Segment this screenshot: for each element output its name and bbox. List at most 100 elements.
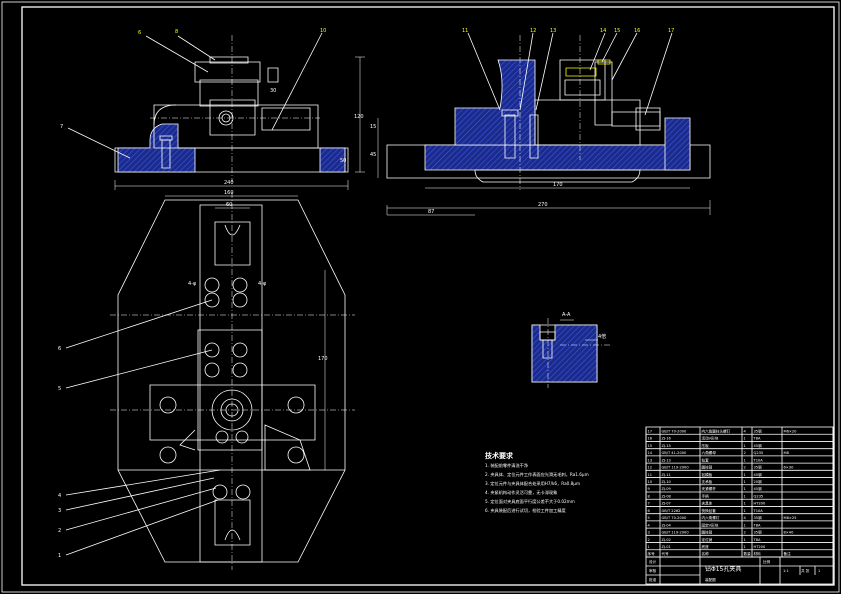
bom-cell-qty: 2 [744, 451, 746, 455]
bom-cell-name: 内六角螺钉 [702, 515, 720, 520]
bom-cell-code: GB/T 41-2000 [662, 451, 688, 455]
bom-cell-qty: 2 [744, 531, 746, 535]
tech-note-6: 6. 夹具装配后进行试切，检验工件加工精度 [485, 507, 567, 514]
bom-cell-qty: 1 [744, 458, 746, 462]
tb-scale: 1:1 [783, 569, 789, 573]
bom-cell-code: ZJ-02 [662, 538, 671, 542]
bom-cell-code: GB/T 70-2000 [662, 429, 688, 433]
tb-role-check: 审核 [649, 568, 657, 573]
bom-cell-std: M8×25 [784, 516, 797, 520]
side-label-2: 12 [530, 28, 536, 34]
bom-cell-code: ZJ-13 [662, 458, 671, 462]
bom-cell-mat: T8A [753, 437, 761, 441]
bom-cell-name: 固定V形块 [702, 522, 719, 527]
bom-cell-no: 14 [648, 451, 653, 455]
bom-cell-std: M6×20 [784, 429, 798, 433]
bom-header-qty: 数量 [744, 551, 752, 556]
bom-cell-mat: 35钢 [754, 530, 763, 535]
bom-cell-no: 11 [648, 473, 653, 477]
front-label-4: 7 [60, 124, 63, 130]
bom-cell-mat: 20钢 [754, 479, 763, 484]
bom-cell-code: ZJ-15 [662, 444, 671, 448]
front-dim-height: 120 [354, 114, 364, 120]
bom-cell-no: 13 [648, 458, 653, 462]
bom-cell-name: 手柄 [702, 493, 710, 498]
plan-label-4: 3 [58, 508, 61, 514]
bom-cell-mat: 45钢 [754, 443, 763, 448]
bom-cell-qty: 1 [744, 523, 746, 527]
bom-cell-qty: 1 [744, 473, 746, 477]
side-dim-total: 270 [538, 202, 548, 208]
bom-cell-name: 底座 [702, 544, 710, 549]
bom-cell-mat: T8A [753, 538, 761, 542]
tech-note-2: 2. 夹具体、定位元件工作表面应光滑无毛刺，Ra1.6μm [485, 471, 589, 478]
bom-cell-qty: 2 [744, 466, 746, 470]
bom-cell-no: 12 [648, 466, 653, 470]
side-dim-h1: 15 [370, 124, 376, 130]
bom-cell-no: 17 [648, 429, 653, 433]
bom-cell-name: 内六角圆柱头螺钉 [702, 428, 731, 433]
bom-cell-mat: 35钢 [754, 428, 763, 433]
bom-cell-std: M8 [784, 451, 790, 455]
bom-cell-mat: 35钢 [754, 465, 763, 470]
bom-cell-name: 钻模板 [702, 472, 713, 477]
plan-label-1: 6 [58, 346, 61, 352]
bom-cell-name: 支承板 [702, 479, 713, 484]
tb-drawing-type: 装配图 [705, 577, 716, 582]
tech-note-1: 1. 装配前零件清洗干净 [485, 462, 528, 469]
bom-cell-no: 16 [648, 437, 653, 441]
bom-cell-no: 10 [648, 480, 653, 484]
bom-cell-mat: HT200 [754, 545, 766, 549]
bom-cell-code: GB/T 70-2000 [662, 516, 688, 520]
bom-cell-qty: 1 [744, 538, 746, 542]
plan-dim-height: 170 [318, 356, 328, 362]
inner-border [21, 6, 835, 586]
plan-label-6: 1 [58, 553, 61, 559]
bom-cell-name: 活动V形块 [702, 436, 719, 441]
plan-dim-top: 160 [224, 190, 234, 196]
bom-cell-mat: T8A [753, 523, 761, 527]
side-label-1: 11 [462, 28, 468, 34]
bom-cell-name: 快换钻套 [702, 508, 717, 513]
plan-label-5: 2 [58, 528, 61, 534]
side-dim-h2: 45 [370, 152, 376, 158]
side-label-3: 13 [550, 28, 556, 34]
bom-cell-qty: 1 [744, 444, 746, 448]
bom-cell-mat: 35钢 [754, 515, 763, 520]
bom-cell-code: ZJ-11 [662, 473, 671, 477]
bom-cell-no: 3 [648, 531, 650, 535]
plan-label-2: 5 [58, 386, 61, 392]
side-dim-inner: 170 [553, 182, 563, 188]
bom-cell-code: ZJ-01 [662, 545, 671, 549]
bom-cell-name: 圆柱销 [702, 530, 713, 535]
tb-sheet: 1 [818, 569, 820, 573]
bom-cell-code: GB/T 119-2000 [662, 466, 690, 470]
bom-cell-qty: 1 [744, 509, 746, 513]
bom-cell-no: 6 [648, 509, 651, 513]
bom-cell-name: 定位销 [702, 537, 713, 542]
bom-header-no: 序号 [648, 551, 656, 556]
bom-cell-qty: 1 [744, 487, 746, 491]
plan-dim-top-inner: 60 [226, 202, 232, 208]
bom-header-code: 代号 [662, 551, 670, 556]
bom-cell-mat: 45钢 [754, 472, 763, 477]
front-dim-side-b: 50 [340, 158, 346, 164]
bom-cell-no: 5 [648, 516, 650, 520]
tech-note-4: 4. 夹紧机构动作灵活可靠，无卡滞现象 [485, 489, 557, 496]
bom-cell-code: ZJ-07 [662, 502, 671, 506]
side-label-5: 15 [614, 28, 620, 34]
bom-cell-name: 压板 [702, 443, 710, 448]
tech-notes: 技术要求 1. 装配前零件清洗干净 2. 夹具体、定位元件工作表面应光滑无毛刺，… [485, 451, 589, 514]
bom-cell-code: ZJ-08 [662, 494, 672, 498]
bom-cell-no: 7 [648, 502, 650, 506]
tb-title: 钻Φ15孔夹具 [705, 565, 741, 573]
bom-cell-qty: 1 [744, 480, 746, 484]
bom-cell-no: 4 [648, 523, 651, 527]
side-view: 270 170 87 15 45 11 12 13 14 15 16 17 [370, 28, 711, 216]
bom-cell-name: 六角螺母 [702, 450, 717, 455]
tb-role-design: 设计 [649, 559, 657, 564]
bom-cell-no: 2 [648, 538, 650, 542]
